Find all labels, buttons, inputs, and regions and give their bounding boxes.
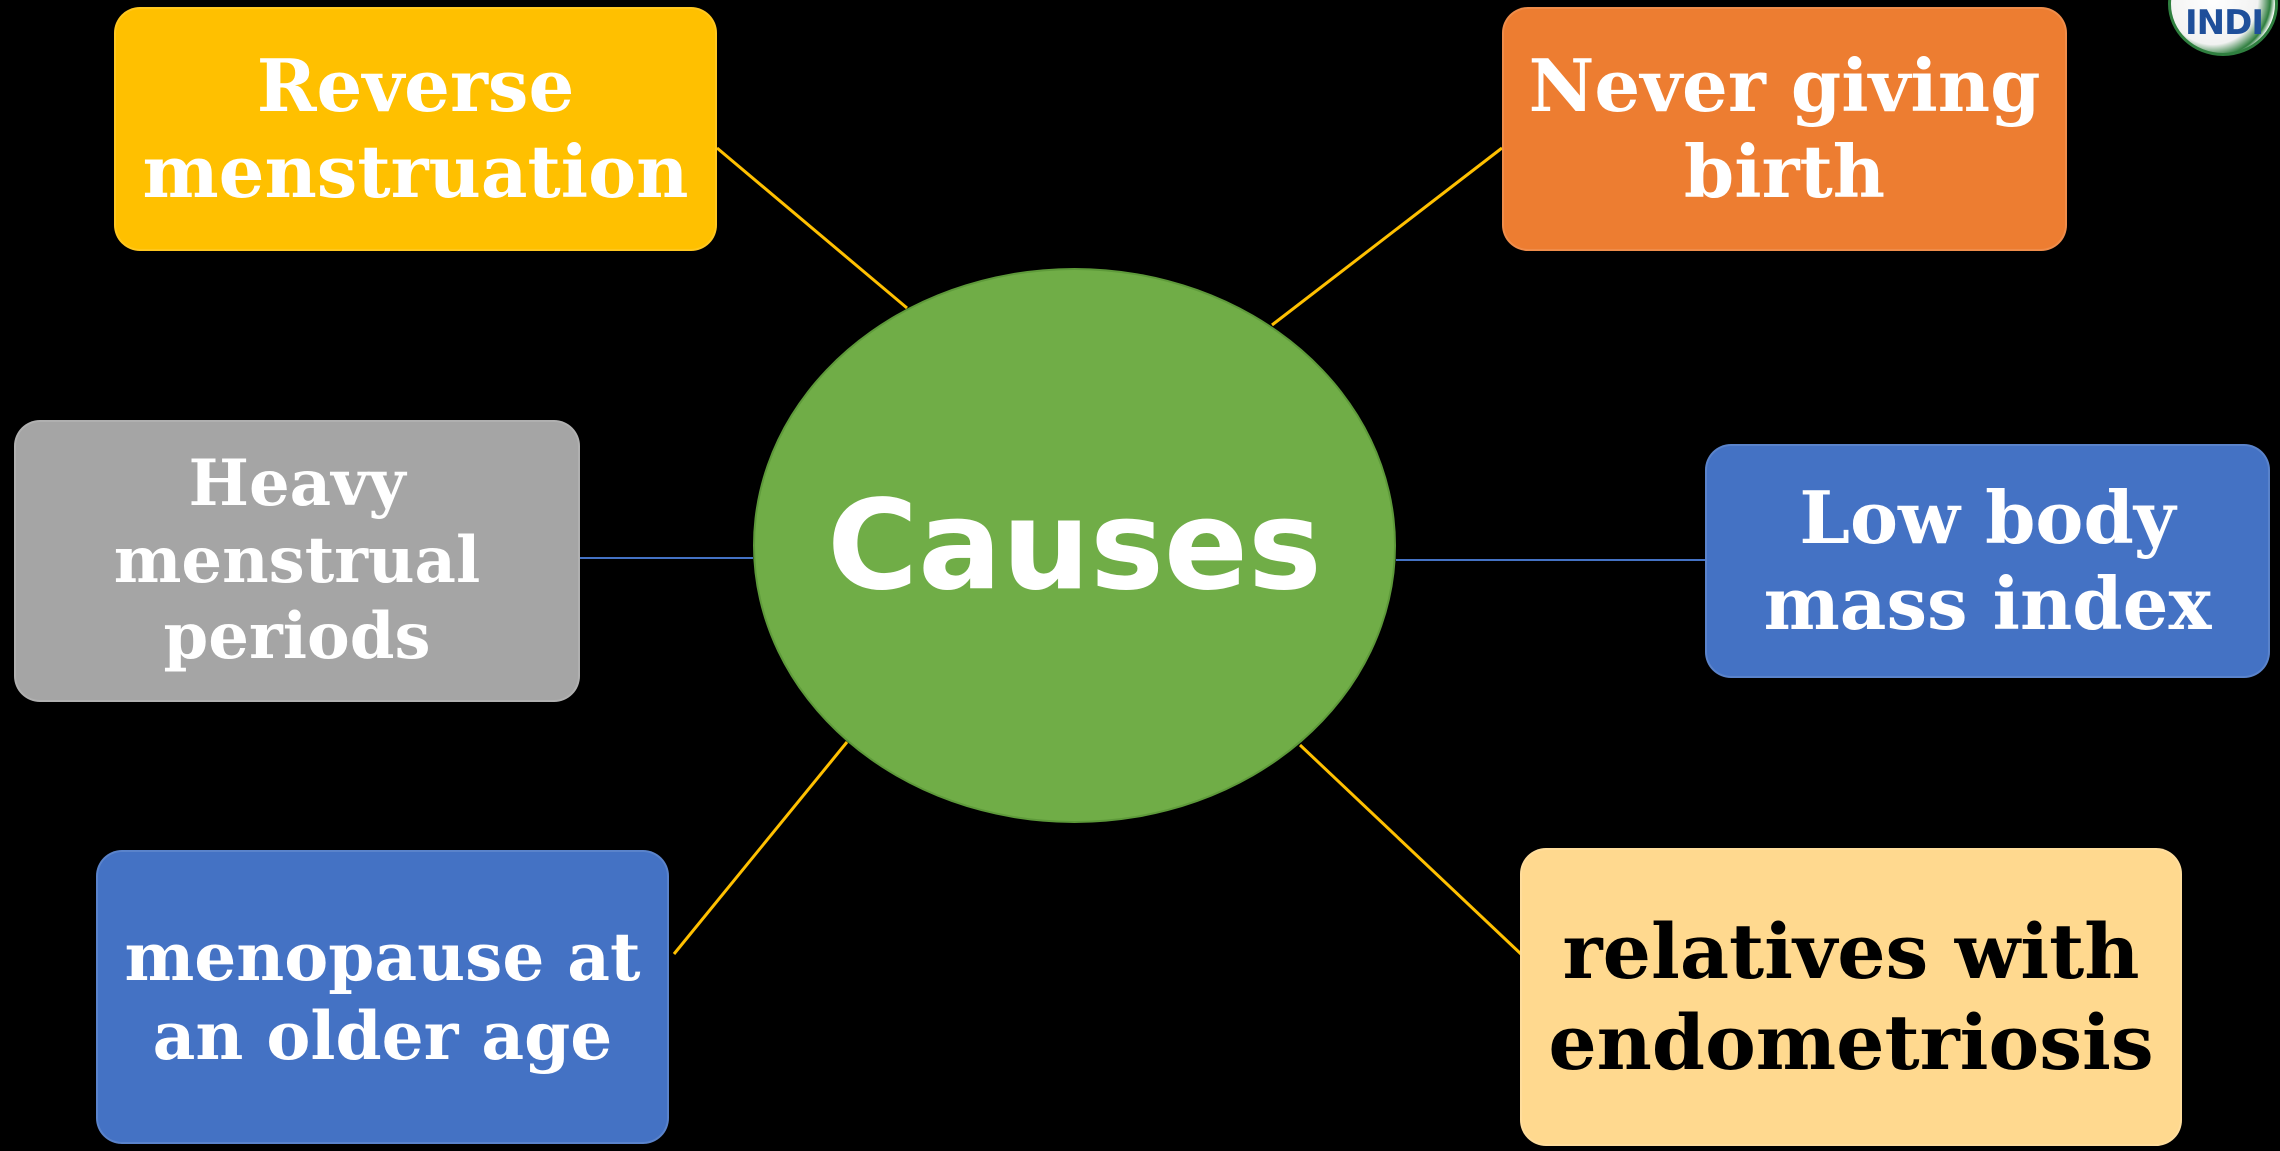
connector-never-giving-birth (1271, 146, 1503, 327)
node-relatives-endometriosis: relatives with endometriosis (1520, 848, 2182, 1146)
node-label: Never giving birth (1528, 42, 2041, 214)
node-label: Reverse menstruation (142, 42, 689, 214)
node-label: relatives with endometriosis (1548, 906, 2154, 1087)
node-label: Low body mass index (1763, 474, 2212, 646)
node-heavy-menstrual-periods: Heavy menstrual periods (14, 420, 580, 702)
connector-reverse-menstruation (716, 146, 908, 310)
center-label: Causes (827, 473, 1322, 618)
connector-relatives-endometriosis (1298, 743, 1524, 957)
causes-center-ellipse: Causes (753, 268, 1396, 823)
connector-menopause-older-age (672, 741, 849, 955)
logo-text: INDI (2185, 3, 2264, 43)
node-label: menopause at an older age (124, 917, 641, 1075)
node-never-giving-birth: Never giving birth (1502, 7, 2067, 251)
node-low-body-mass-index: Low body mass index (1705, 444, 2270, 678)
node-reverse-menstruation: Reverse menstruation (114, 7, 717, 251)
node-label: Heavy menstrual periods (113, 445, 481, 675)
node-menopause-older-age: menopause at an older age (96, 850, 669, 1144)
